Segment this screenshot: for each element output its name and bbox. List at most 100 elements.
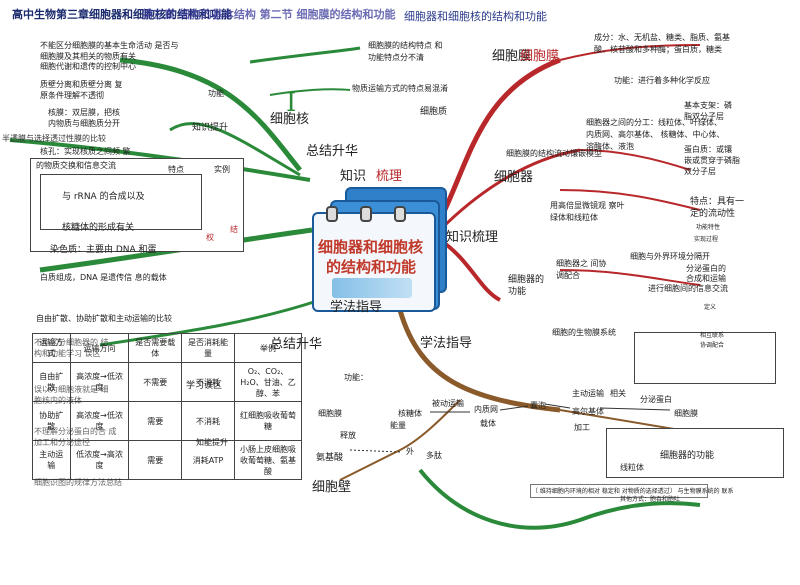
label-energy: 能量: [390, 421, 406, 430]
note-line: 调配合: [556, 271, 580, 280]
label-vesicle: 囊泡: [530, 401, 546, 410]
note-line: 基本支架：磷: [684, 101, 732, 110]
note-line: 物质运输方式的特点易混淆: [352, 84, 448, 93]
table-header: 是否消耗能量: [181, 333, 235, 363]
note-line: 细胞代谢和遗传的控制中心: [40, 62, 136, 71]
branch-organelle-function: 细胞器的功能: [508, 275, 545, 297]
note-line: 用高倍显微镜观 察叶: [550, 201, 625, 210]
label-membrane-2: 细胞膜: [674, 409, 698, 418]
note-line: 蛋白质：或镶: [684, 145, 732, 154]
transport-table: 运输方式 运输方向 是否需要载体 是否消耗能量 举例 自由扩散 高浓度→低浓度 …: [32, 333, 302, 480]
center-title-line1: 细胞器和细胞核: [318, 238, 424, 256]
note-line: 细胞膜的结构特点 和: [368, 41, 443, 50]
table-cell: 不需要: [128, 362, 182, 402]
ring-icon: [360, 206, 372, 222]
note-line: 合成和运输: [686, 274, 726, 283]
note-line: 功能特点分不清: [368, 53, 424, 62]
branch-summary-top: 总结升华: [306, 144, 359, 159]
note-line: 不能区分细胞膜的基本生命活动 是否与: [40, 41, 179, 50]
document-subtitle: 第三章 细胞的基本结构 第二节 细胞膜的结构和功能: [142, 8, 396, 21]
label-secrete-protein: 分泌蛋白: [640, 395, 672, 404]
table-overlay: 构和功能学习 误区: [34, 349, 101, 358]
note-line: 核膜：双层膜，把核: [48, 108, 120, 117]
label-membrane: 细胞膜: [318, 409, 342, 418]
branch-method-bottom: 学法指导: [420, 336, 473, 351]
label-mito: 线粒体: [620, 463, 644, 472]
note-line: 进行细胞间的信息交流: [648, 284, 728, 293]
branch-red-mid: [438, 148, 581, 232]
table-cell: 需要: [128, 401, 182, 441]
note-line: 定义: [704, 304, 717, 311]
note-line: 嵌或贯穿于磷脂: [684, 156, 740, 165]
label-passive: 被动运输: [432, 399, 464, 408]
note-line: 细胞膜及其相关的物质有关: [40, 52, 136, 61]
note-line: 的物质交换和信息交流: [36, 161, 116, 170]
label-related: 相关: [610, 389, 626, 398]
branch-cell-membrane-red: 细胞膜: [520, 49, 560, 64]
note-line: 分泌蛋白的: [686, 264, 726, 273]
note-line: 实现过程: [694, 236, 719, 243]
bottom-note-box: [530, 484, 708, 498]
comparison-box: [30, 158, 244, 252]
col-header-feature: 特点: [168, 165, 184, 174]
mark-quan: 权: [206, 233, 214, 242]
label-coop: 协调配合: [700, 342, 725, 349]
label-ribosome: 核糖体: [398, 409, 422, 418]
col-header-example: 实例: [214, 165, 230, 174]
big-I-glyph: I: [286, 88, 297, 118]
table-header: 是否需要载体: [128, 333, 182, 363]
ring-icon: [394, 206, 406, 222]
label-outside: 外: [406, 447, 414, 456]
table-overlay: 加工和分泌途径: [34, 438, 90, 447]
biomembrane-diagram: [634, 332, 776, 384]
label-amino-acid: 氨基酸: [316, 453, 344, 463]
table-cell: O₂、CO₂、H₂O、甘油、乙醇、苯: [234, 362, 302, 402]
mark-jie: 结: [230, 225, 238, 234]
label-gong: 功能: [208, 89, 224, 98]
note-line: 细胞器之 间协: [556, 259, 607, 268]
branch-knowledge-right: 知识梳理: [446, 230, 499, 245]
document-title-overlap: 高中生物第三章细胞器和细胞核的结构和功能: [12, 8, 232, 21]
label-ability: 知能提升: [196, 438, 228, 447]
organelle-diagram: [606, 428, 784, 478]
table-header: 举例: [234, 333, 302, 363]
label-link: 相互联系: [700, 332, 725, 339]
branch-brown: [397, 309, 561, 413]
label-knowledge-tip: 知识提升: [192, 123, 229, 133]
table-cell: 小肠上皮细胞吸收葡萄糖、氨基酸: [234, 440, 302, 480]
table-row: 主动运输 低浓度→高浓度 需要 消耗ATP 小肠上皮细胞吸收葡萄糖、氨基酸: [32, 440, 302, 480]
table-header: 运输方式: [32, 333, 71, 363]
note-line: 成分：水、无机盐、糖类、脂质、氨基: [594, 33, 730, 42]
table-cell: 消耗ATP: [181, 440, 235, 480]
note-line: 与 rRNA 的合成以及: [62, 192, 145, 202]
branch-green-top: [119, 57, 302, 172]
ring-icon: [326, 206, 338, 222]
branch-cell-nucleus: 细胞核: [270, 112, 310, 127]
table-header-row: 运输方式 运输方向 是否需要载体 是否消耗能量 举例: [32, 333, 302, 363]
branch-cell-organelle: 细胞器: [494, 170, 534, 185]
note-line: 细胞的生物膜系统: [552, 328, 616, 337]
table-overlay: 细胞识图的规律方法总结: [34, 478, 122, 487]
inner-box: [40, 174, 202, 230]
branch-red-low: [438, 238, 501, 302]
note-line: 功能：进行着多种化学反应: [614, 76, 710, 85]
note-line: 核糖体的形成有关: [62, 223, 135, 233]
label-release: 释放: [340, 431, 356, 440]
table-cell: 不消耗: [181, 401, 235, 441]
note-line: 细胞器之间的分工：线粒体、叶绿体、: [586, 118, 722, 127]
table-cell: 低浓度→高浓度: [69, 440, 130, 480]
branch-green-bottom: [418, 468, 701, 530]
note-line: 溶酶体、液泡: [586, 142, 634, 151]
table-cell: 红细胞吸收葡萄糖: [234, 401, 302, 441]
note-line: 内物质与细胞质分开: [48, 119, 120, 128]
note-bottom-2: 其他方式：胞吞和胞吐: [620, 496, 681, 503]
note-line: 原条件理解不透彻: [40, 91, 104, 100]
note-line: 功能特性: [696, 224, 721, 231]
branch-red-top: [437, 57, 561, 222]
note-line: 核孔：实现核质之间频 繁: [40, 147, 131, 156]
label-organelle-functions: 细胞器的功能: [660, 451, 715, 461]
table-cell: 高浓度→低浓度: [69, 362, 130, 402]
note-line: 白质组成，DNA 是遗传信 息的载体: [40, 273, 167, 282]
note-line: 内质网、高尔基体、 核糖体、中心体、: [586, 130, 725, 139]
label-processing: 加工: [574, 423, 590, 432]
